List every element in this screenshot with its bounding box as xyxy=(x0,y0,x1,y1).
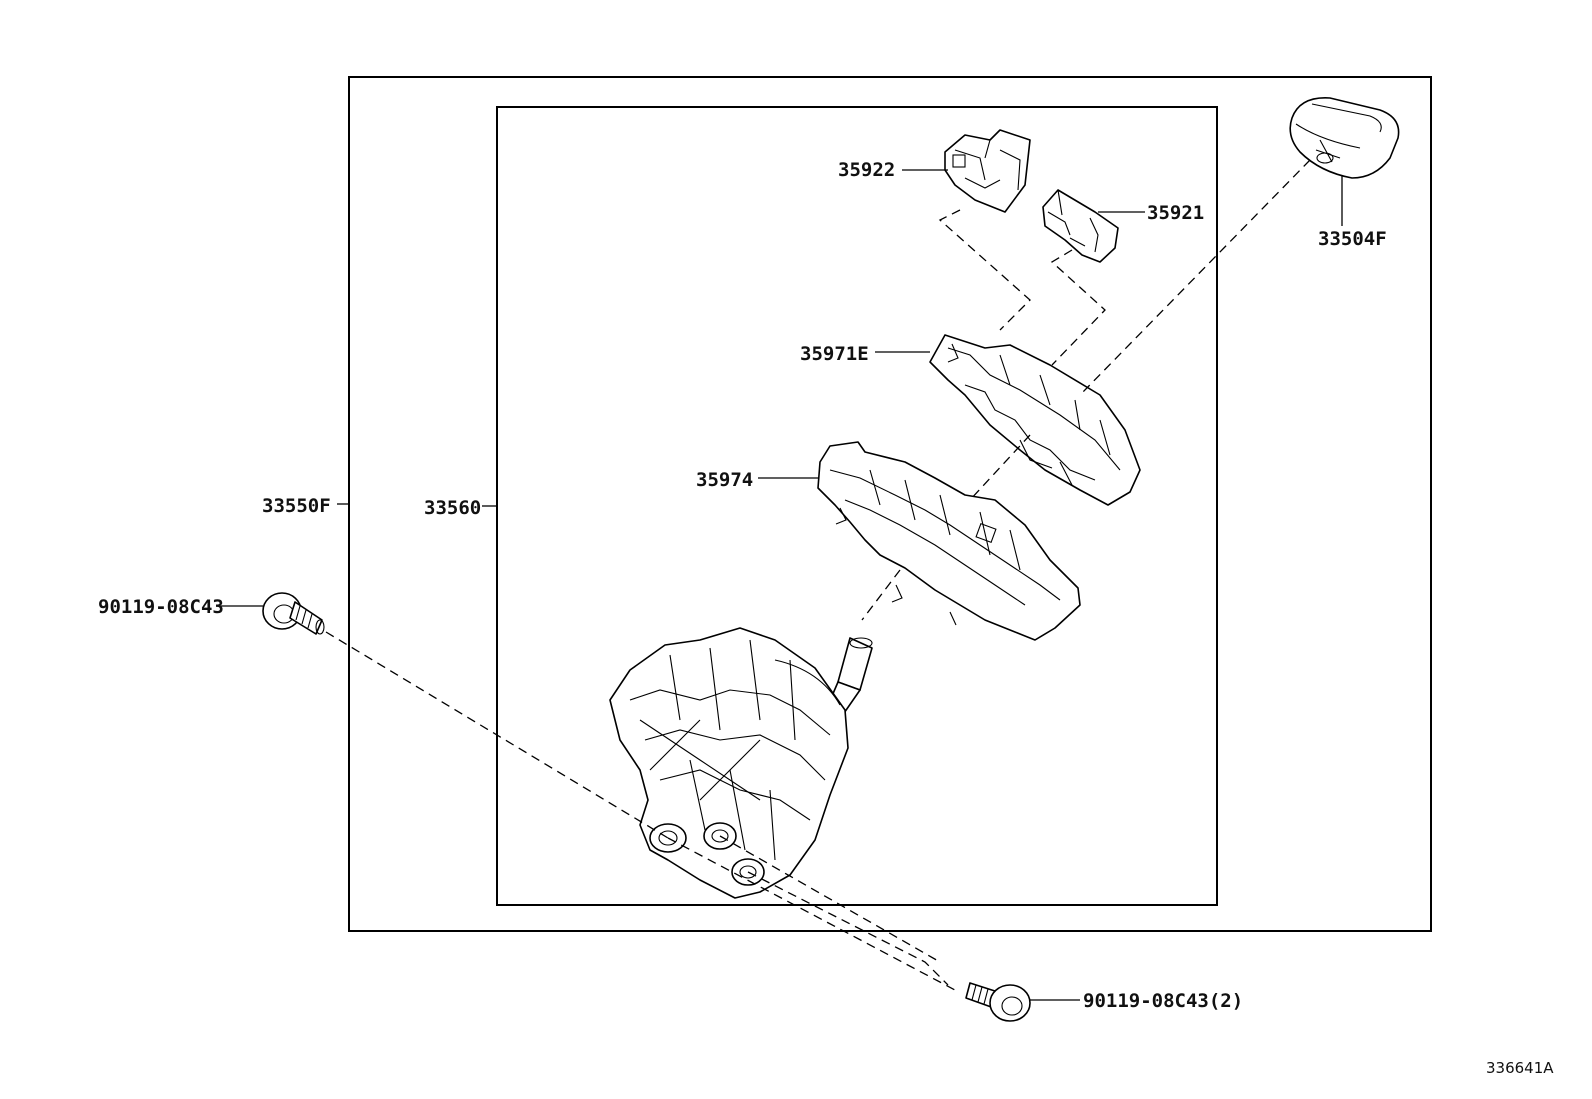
part-33504F-drawing xyxy=(1289,97,1400,179)
bolt-right-drawing xyxy=(965,982,1031,1022)
label-35971E: 35971E xyxy=(800,343,869,365)
leader-lines xyxy=(216,169,1343,1001)
part-35974-drawing xyxy=(817,441,1081,641)
label-33504F: 33504F xyxy=(1318,228,1387,250)
part-35971E-drawing xyxy=(929,334,1141,506)
label-bolt-right: 90119-08C43(2) xyxy=(1083,990,1243,1012)
label-35974: 35974 xyxy=(696,469,753,491)
part-35922-drawing xyxy=(944,129,1031,213)
label-35922: 35922 xyxy=(838,159,895,181)
assembly-lines xyxy=(325,159,1311,991)
label-35921: 35921 xyxy=(1147,202,1204,224)
label-33550F: 33550F xyxy=(262,495,331,517)
part-35921-drawing xyxy=(1042,189,1119,263)
bolt-left-drawing xyxy=(262,592,325,635)
shift-lever-base-drawing xyxy=(609,627,873,899)
label-33560: 33560 xyxy=(424,497,481,519)
label-bolt-left: 90119-08C43 xyxy=(98,596,224,618)
diagram-reference-code: 336641A xyxy=(1486,1059,1554,1077)
